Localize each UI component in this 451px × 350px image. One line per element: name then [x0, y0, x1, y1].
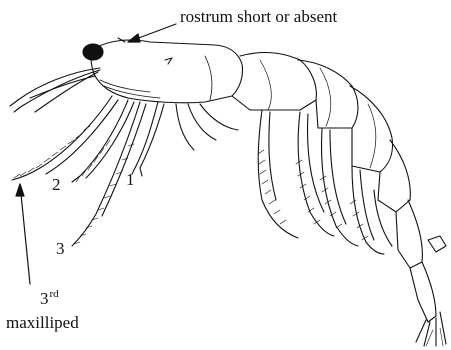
- maxilliped-word-label: maxilliped: [6, 314, 79, 331]
- annotation-arrows: [16, 24, 176, 284]
- carapace: [91, 38, 242, 103]
- antennae: [10, 68, 100, 112]
- maxilliped-superscript: rd: [50, 288, 59, 300]
- maxilliped-arrow: [20, 184, 30, 284]
- maxilliped-number-label: 3rd: [40, 290, 59, 307]
- abdomen: [232, 53, 436, 322]
- pleopods: [258, 110, 392, 254]
- eye: [83, 44, 103, 60]
- leg-3-label: 3: [56, 240, 65, 257]
- rostrum-arrowhead: [128, 34, 140, 42]
- maxilliped-number: 3: [40, 289, 49, 308]
- leg-1-label: 1: [126, 171, 135, 188]
- rostrum-label: rostrum short or absent: [180, 8, 337, 25]
- tail-fan: [416, 236, 446, 346]
- leg-2-label: 2: [52, 176, 61, 193]
- maxilliped-arrowhead: [16, 184, 24, 196]
